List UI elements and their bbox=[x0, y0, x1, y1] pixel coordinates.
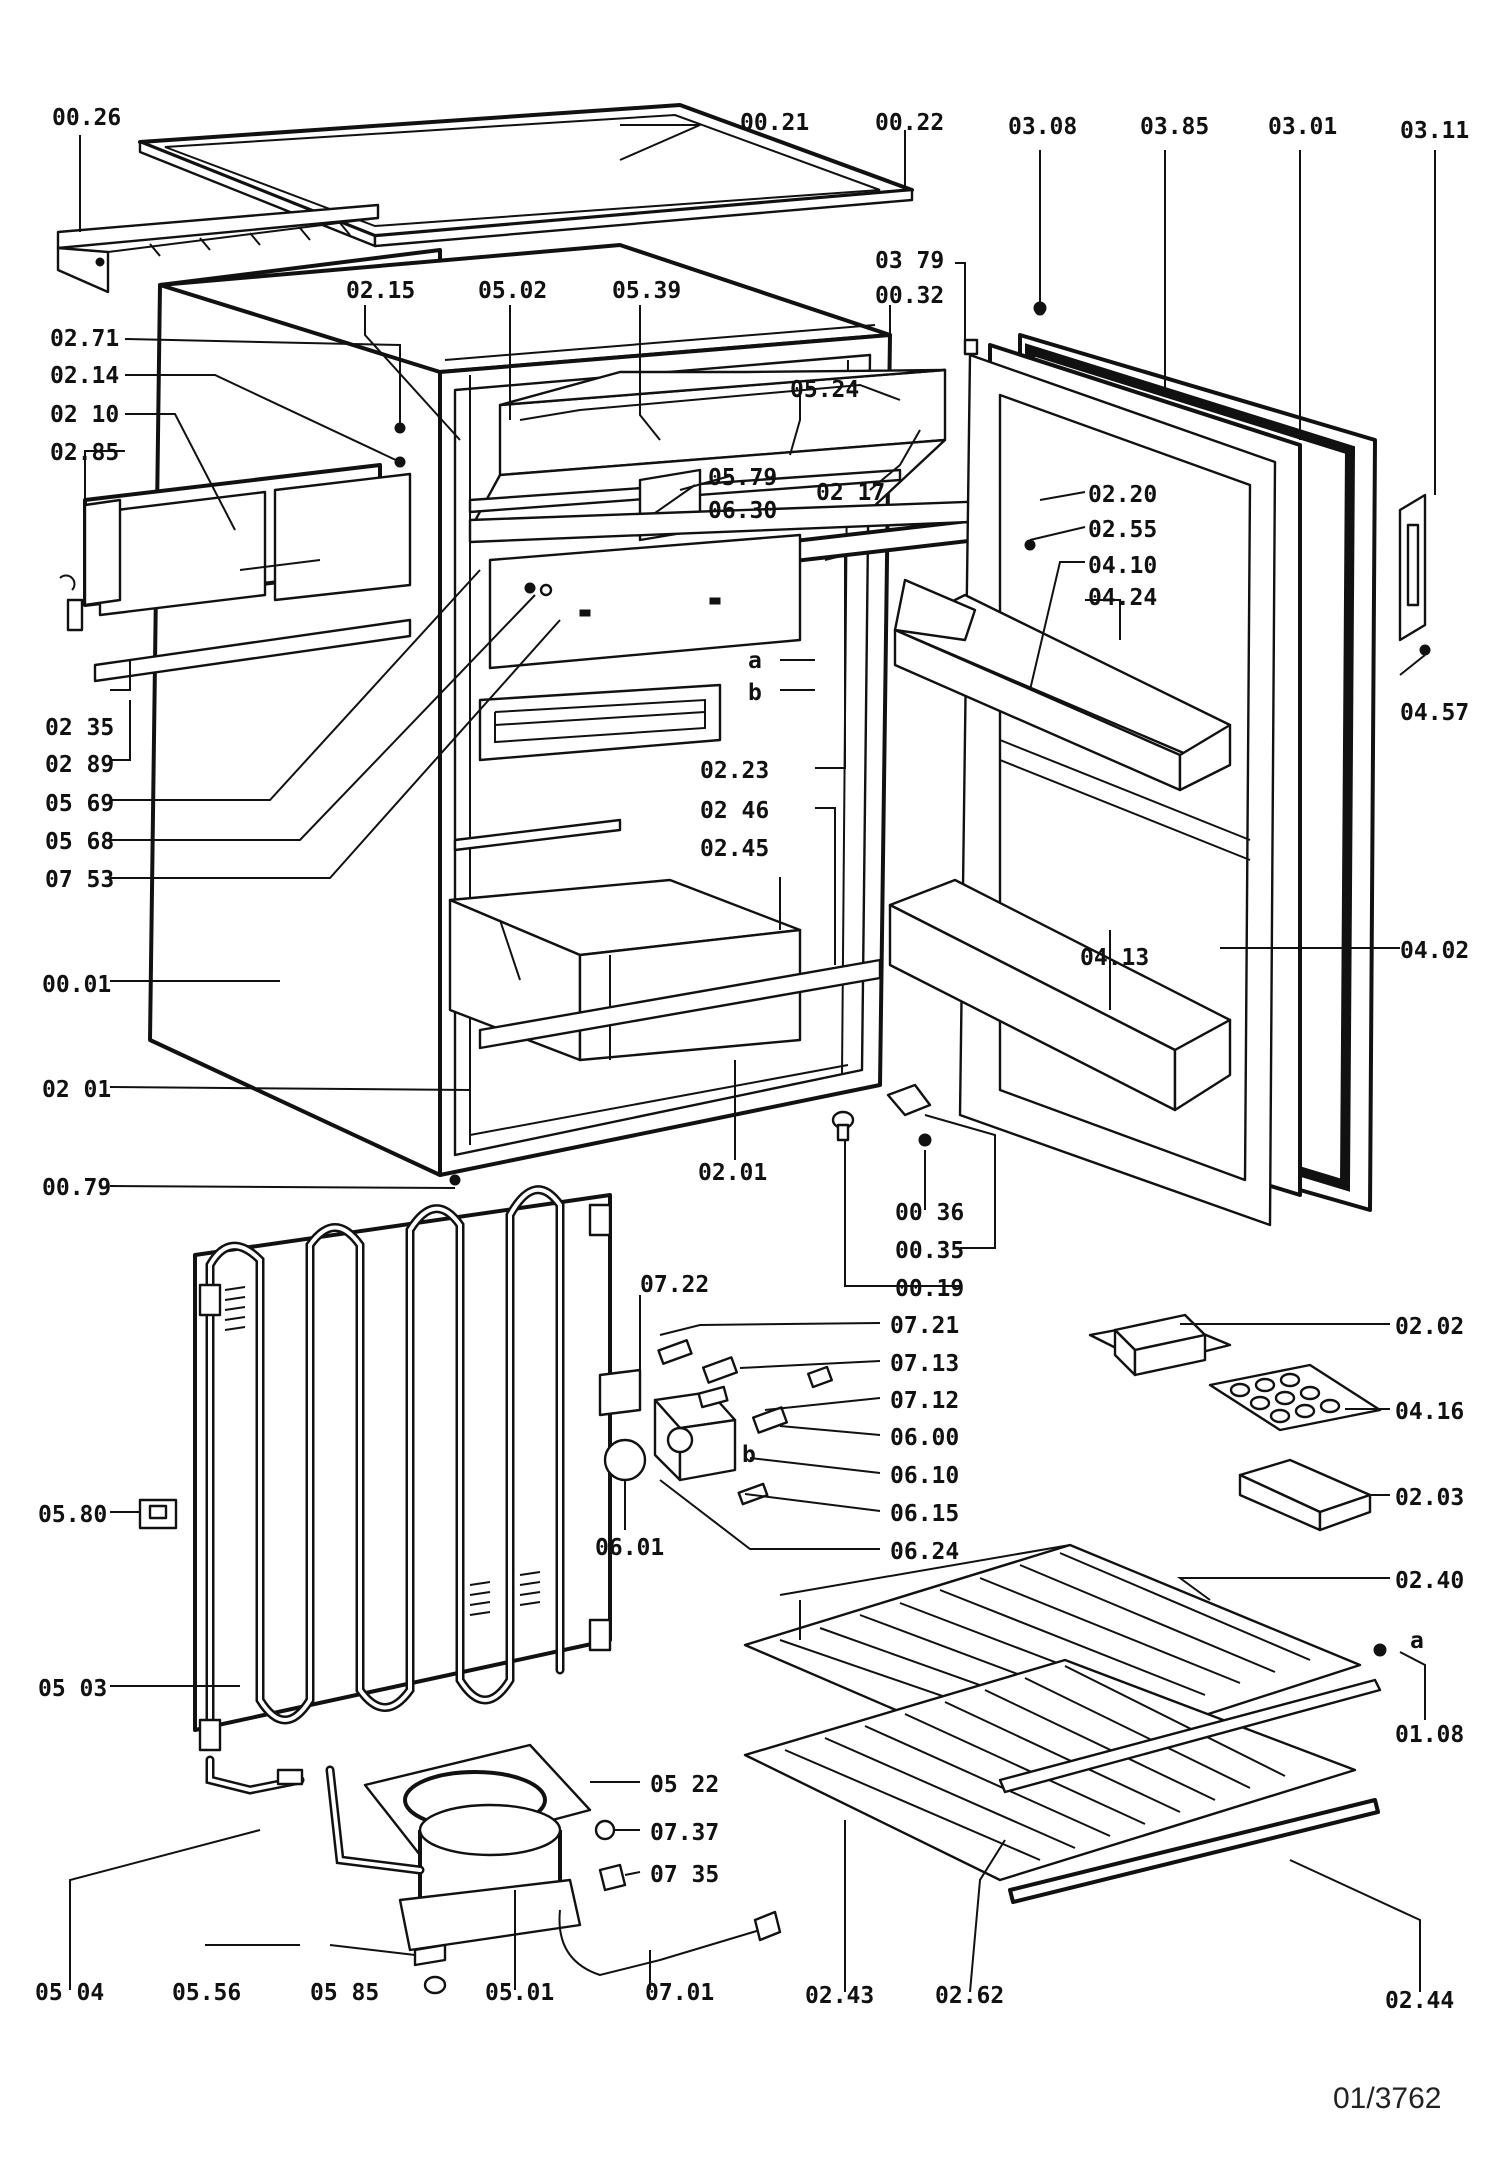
callout-02-46: 02 46 bbox=[700, 798, 769, 824]
callout-03-85: 03.85 bbox=[1140, 114, 1209, 140]
callout-00-79: 00.79 bbox=[42, 1175, 111, 1201]
callout-04-02: 04.02 bbox=[1400, 938, 1469, 964]
callout-04-24: 04.24 bbox=[1088, 585, 1157, 611]
thermostat-controls bbox=[598, 1339, 833, 1506]
callout-07-21: 07.21 bbox=[890, 1313, 959, 1339]
callout-05-04: 05 04 bbox=[35, 1980, 104, 2006]
callout-labels: 00.26 00.21 00.22 03.08 03.85 03.01 03.1… bbox=[35, 105, 1469, 2115]
top-cover bbox=[138, 103, 914, 248]
callout-02-03: 02.03 bbox=[1395, 1485, 1464, 1511]
freezer-compartment bbox=[468, 368, 1022, 582]
callout-02-62: 02.62 bbox=[935, 1983, 1004, 2009]
ice-accessories bbox=[1088, 1313, 1382, 1532]
callout-02-35: 02 35 bbox=[45, 715, 114, 741]
callout-b-upper: b bbox=[748, 680, 762, 706]
callout-05-69: 05 69 bbox=[45, 791, 114, 817]
leader-lines bbox=[69, 124, 1436, 1993]
callout-05-03: 05 03 bbox=[38, 1676, 107, 1702]
lower-hinge bbox=[831, 1083, 932, 1147]
callout-00-36: 00 36 bbox=[895, 1200, 964, 1226]
callout-06-01: 06.01 bbox=[595, 1535, 664, 1561]
callout-03-79: 03 79 bbox=[875, 248, 944, 274]
callout-02-01-center: 02.01 bbox=[698, 1160, 767, 1186]
callout-00-22: 00.22 bbox=[875, 110, 944, 136]
callout-07-22: 07.22 bbox=[640, 1272, 709, 1298]
callout-02-89: 02 89 bbox=[45, 752, 114, 778]
callout-05-80: 05.80 bbox=[38, 1502, 107, 1528]
callout-07-12: 07.12 bbox=[890, 1388, 959, 1414]
callout-a-shelf: a bbox=[1410, 1628, 1424, 1654]
side-bin-assembly bbox=[59, 422, 412, 683]
condenser-coil bbox=[193, 1185, 612, 1795]
callout-05-01: 05.01 bbox=[485, 1980, 554, 2006]
callout-02-17: 02 17 bbox=[816, 480, 885, 506]
door-assembly bbox=[888, 304, 1431, 1227]
small-parts bbox=[138, 301, 1047, 1530]
callout-06-10: 06.10 bbox=[890, 1463, 959, 1489]
callout-05-56: 05.56 bbox=[172, 1980, 241, 2006]
callout-00-01: 00.01 bbox=[42, 972, 111, 998]
callout-00-19: 00.19 bbox=[895, 1276, 964, 1302]
callout-02-71: 02.71 bbox=[50, 326, 119, 352]
callout-02-01-left: 02 01 bbox=[42, 1077, 111, 1103]
callout-03-08: 03.08 bbox=[1008, 114, 1077, 140]
callout-00-26: 00.26 bbox=[52, 105, 121, 131]
callout-07-13: 07.13 bbox=[890, 1351, 959, 1377]
callout-05-68: 05 68 bbox=[45, 829, 114, 855]
callout-02-85: 02.85 bbox=[50, 440, 119, 466]
front-trim-strip bbox=[56, 203, 380, 294]
callout-02-55: 02.55 bbox=[1088, 517, 1157, 543]
drawing-number: 01/3762 bbox=[1333, 2082, 1441, 2115]
compressor bbox=[325, 1743, 782, 1995]
callout-02-02: 02.02 bbox=[1395, 1314, 1464, 1340]
callout-02-43: 02.43 bbox=[805, 1983, 874, 2009]
callout-02-45: 02.45 bbox=[700, 836, 769, 862]
callout-02-10: 02 10 bbox=[50, 402, 119, 428]
callout-04-57: 04.57 bbox=[1400, 700, 1469, 726]
callout-01-08: 01.08 bbox=[1395, 1722, 1464, 1748]
callout-03-11: 03.11 bbox=[1400, 118, 1469, 144]
callout-b-controls: b bbox=[742, 1442, 756, 1468]
callout-06-24: 06.24 bbox=[890, 1539, 959, 1565]
callout-07-37: 07.37 bbox=[650, 1820, 719, 1846]
callout-04-16: 04.16 bbox=[1395, 1399, 1464, 1425]
callout-02-14: 02.14 bbox=[50, 363, 119, 389]
callout-00-32: 00.32 bbox=[875, 283, 944, 309]
callout-02-40: 02.40 bbox=[1395, 1568, 1464, 1594]
callout-06-00: 06.00 bbox=[890, 1425, 959, 1451]
callout-05-39: 05.39 bbox=[612, 278, 681, 304]
callout-06-15: 06.15 bbox=[890, 1501, 959, 1527]
callout-00-35: 00.35 bbox=[895, 1238, 964, 1264]
wire-shelves bbox=[743, 1543, 1387, 1904]
callout-07-53: 07 53 bbox=[45, 867, 114, 893]
callout-05-85: 05 85 bbox=[310, 1980, 379, 2006]
callout-02-20: 02.20 bbox=[1088, 482, 1157, 508]
callout-03-01: 03.01 bbox=[1268, 114, 1337, 140]
callout-04-13: 04.13 bbox=[1080, 945, 1149, 971]
callout-06-30: 06.30 bbox=[708, 498, 777, 524]
callout-05-24: 05.24 bbox=[790, 377, 859, 403]
callout-02-23: 02.23 bbox=[700, 758, 769, 784]
evaporator-plate bbox=[478, 533, 802, 762]
callout-02-44: 02.44 bbox=[1385, 1988, 1454, 2014]
callout-02-15: 02.15 bbox=[346, 278, 415, 304]
callout-07-01: 07.01 bbox=[645, 1980, 714, 2006]
callout-a-upper: a bbox=[748, 648, 762, 674]
callout-05-79: 05.79 bbox=[708, 465, 777, 491]
callout-04-10: 04.10 bbox=[1088, 553, 1157, 579]
callout-05-22: 05 22 bbox=[650, 1772, 719, 1798]
callout-07-35: 07 35 bbox=[650, 1862, 719, 1888]
egg-tray-cups bbox=[1229, 1372, 1341, 1424]
crisper-drawers bbox=[448, 818, 882, 1062]
callout-00-21: 00.21 bbox=[740, 110, 809, 136]
callout-05-02: 05.02 bbox=[478, 278, 547, 304]
